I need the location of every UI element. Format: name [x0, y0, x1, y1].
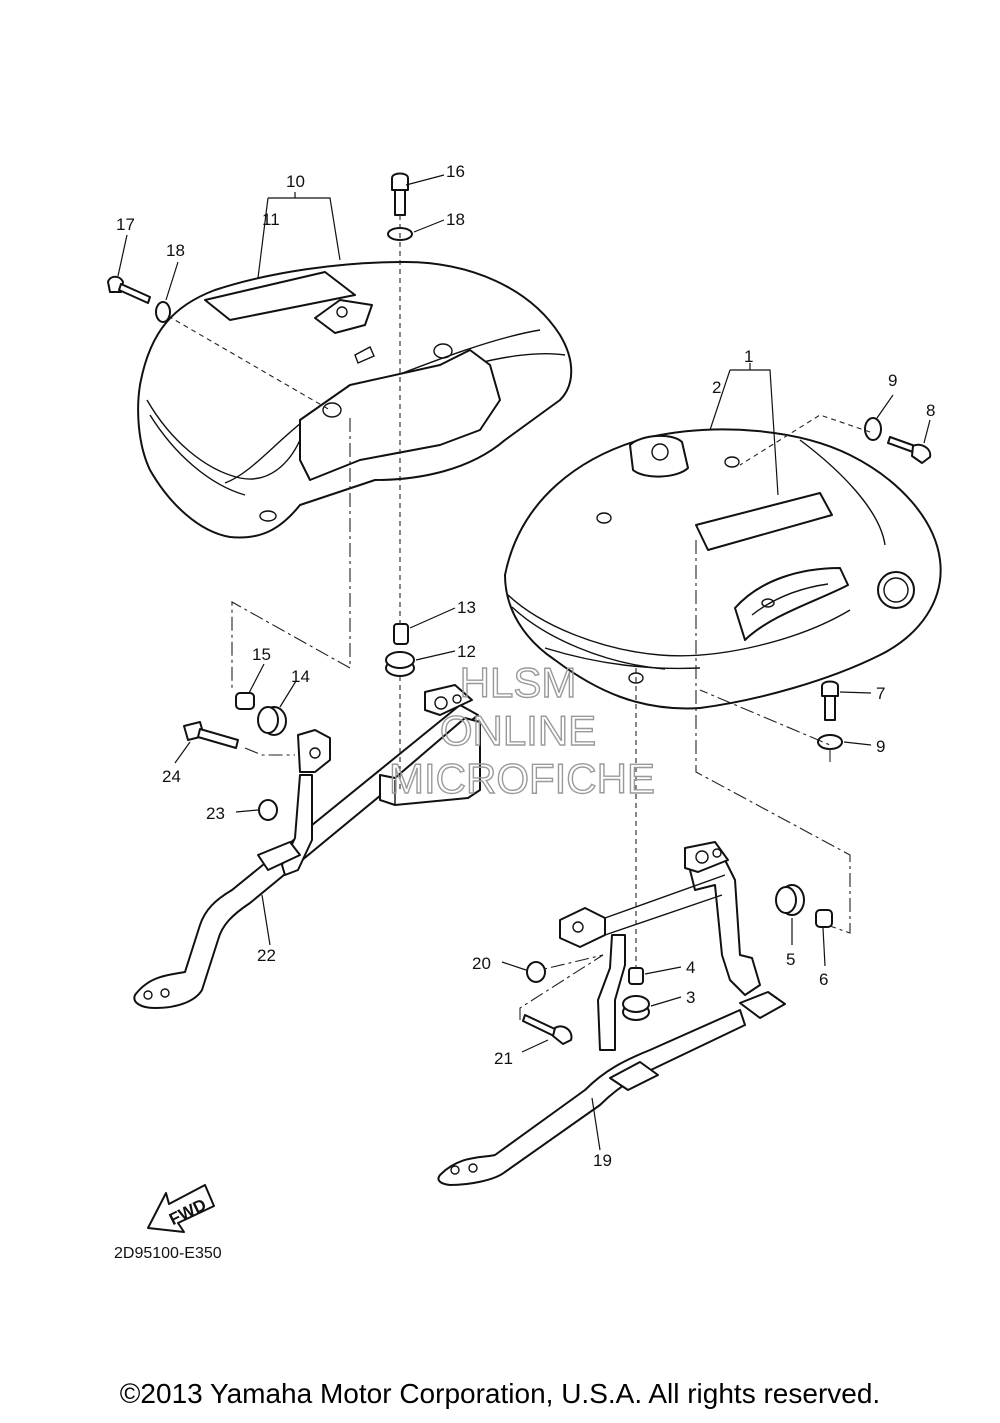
watermark: HLSM ONLINE MICROFICHE: [388, 658, 655, 802]
callouts: 1 2 3 4 5 6 7 8 9 9 10 11 12 13 14 15 16…: [116, 162, 935, 1170]
callout-22: 22: [257, 946, 276, 965]
callout-23: 23: [206, 804, 225, 823]
cap-20[interactable]: [526, 961, 546, 983]
collar-6[interactable]: [815, 909, 833, 928]
callout-11: 11: [262, 210, 280, 229]
bolt-17[interactable]: [107, 275, 151, 304]
diagram-code: 2D95100-E350: [114, 1245, 222, 1262]
callout-4: 4: [686, 958, 695, 977]
callout-9-lower: 9: [876, 737, 885, 756]
callout-21: 21: [494, 1049, 513, 1068]
bolt-7[interactable]: [821, 680, 839, 721]
watermark-line-1: HLSM: [460, 659, 577, 706]
bolt-8[interactable]: [887, 436, 932, 464]
callout-17: 17: [116, 215, 135, 234]
callout-14: 14: [291, 667, 310, 686]
callout-19: 19: [593, 1151, 612, 1170]
collar-15[interactable]: [235, 692, 255, 710]
fwd-arrow: FWD: [147, 1184, 215, 1233]
grommet-5[interactable]: [775, 884, 805, 916]
callout-5: 5: [786, 950, 795, 969]
callout-1: 1: [744, 347, 753, 366]
copyright-notice: ©2013 Yamaha Motor Corporation, U.S.A. A…: [119, 1378, 881, 1409]
cap-23[interactable]: [258, 799, 278, 821]
callout-8: 8: [926, 401, 935, 420]
collar-4[interactable]: [628, 967, 644, 985]
grommet-3[interactable]: [622, 995, 650, 1021]
washer-9-upper[interactable]: [864, 417, 882, 441]
right-saddlebag[interactable]: [504, 428, 942, 710]
callout-13: 13: [457, 598, 476, 617]
callout-18-top: 18: [446, 210, 465, 229]
grommet-14[interactable]: [257, 706, 287, 736]
callout-18-left: 18: [166, 241, 185, 260]
reference-lines: [167, 215, 871, 1020]
left-bracket[interactable]: [133, 684, 481, 1009]
callout-10: 10: [286, 172, 305, 191]
callout-20: 20: [472, 954, 491, 973]
washer-18-left[interactable]: [155, 301, 171, 323]
collar-13[interactable]: [393, 623, 409, 645]
callout-2: 2: [712, 378, 721, 397]
fwd-arrow-icon: [147, 1184, 215, 1233]
callout-24: 24: [162, 767, 181, 786]
callout-6: 6: [819, 970, 828, 989]
callout-12: 12: [457, 642, 476, 661]
grommet-12[interactable]: [385, 651, 415, 677]
callout-16: 16: [446, 162, 465, 181]
callout-7: 7: [876, 684, 885, 703]
left-saddlebag[interactable]: [137, 261, 573, 539]
watermark-line-3: MICROFICHE: [389, 755, 655, 802]
callout-9-upper: 9: [888, 371, 897, 390]
watermark-line-2: ONLINE: [440, 707, 596, 754]
bolt-24[interactable]: [183, 721, 239, 749]
right-bracket[interactable]: [437, 841, 786, 1186]
callout-15: 15: [252, 645, 271, 664]
leader-lines: [117, 174, 931, 1151]
bolt-21[interactable]: [522, 1014, 573, 1045]
callout-3: 3: [686, 988, 695, 1007]
bolt-16[interactable]: [391, 172, 409, 216]
hardware-parts: [107, 172, 932, 1045]
